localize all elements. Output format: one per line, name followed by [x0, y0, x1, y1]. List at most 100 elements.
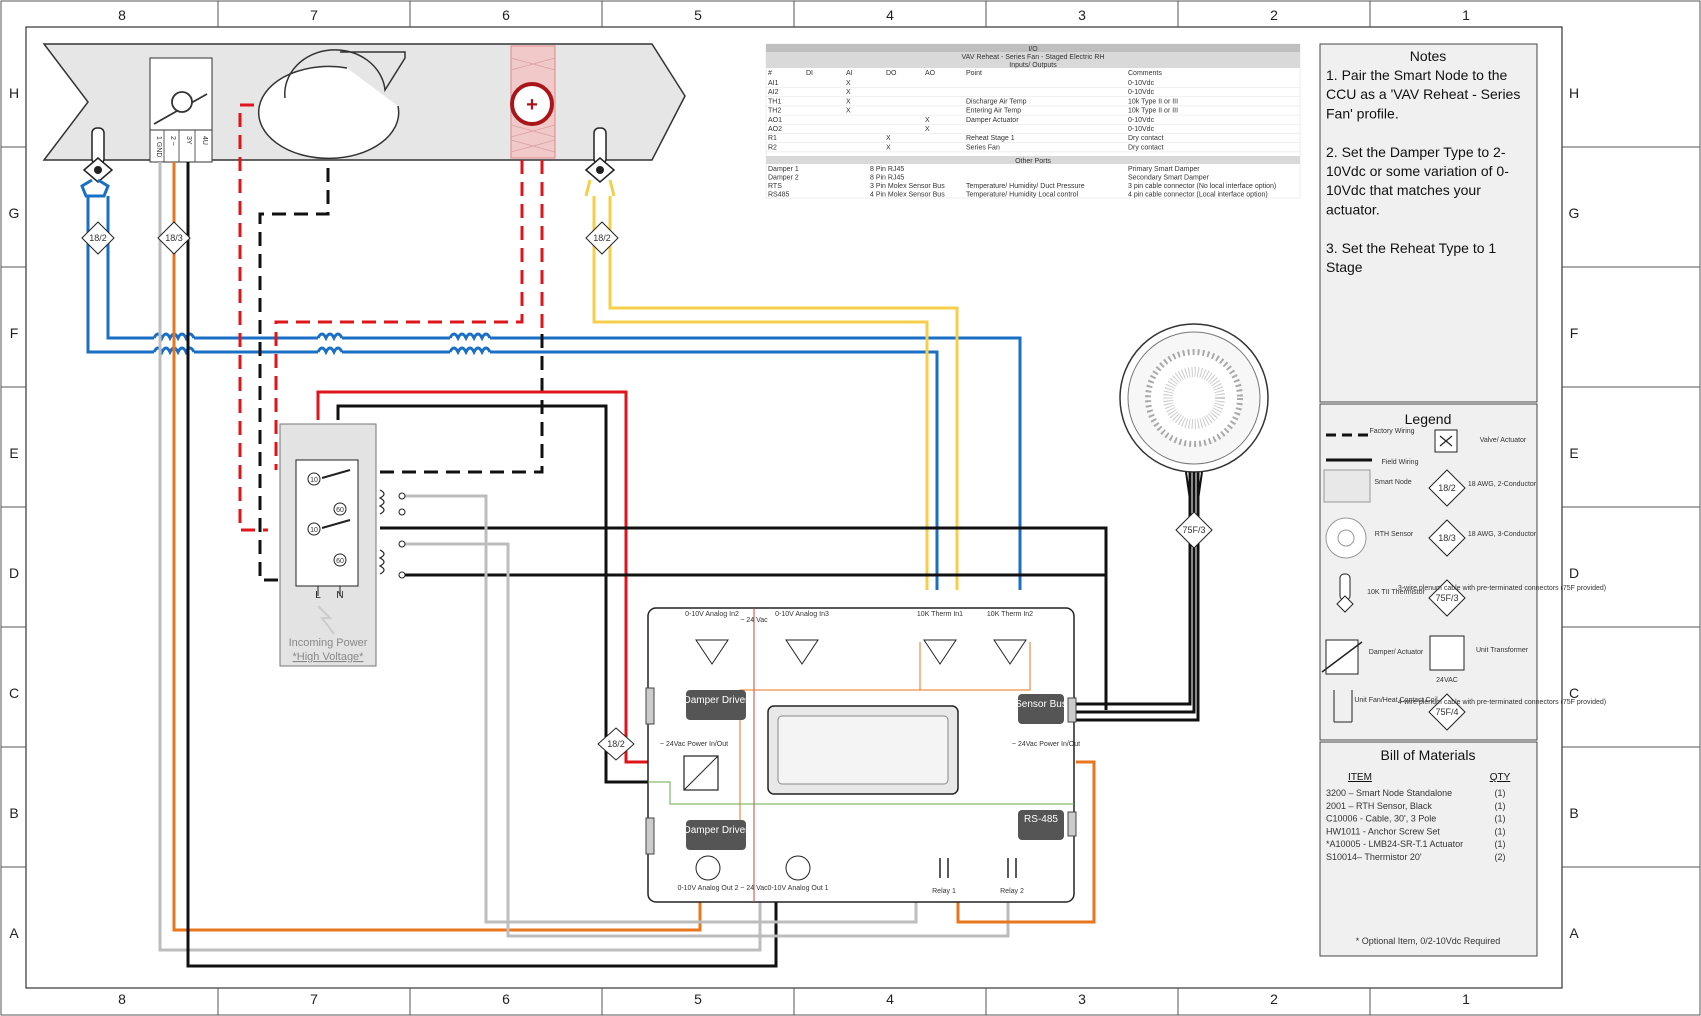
high-voltage-label: *High Voltage*	[293, 651, 365, 663]
contact-label: 10	[310, 477, 318, 484]
terminal-label: 1 GND	[155, 136, 162, 157]
note-line: actuator.	[1326, 201, 1380, 217]
svg-text:18/2: 18/2	[593, 233, 611, 243]
legend-coil: Unit Fan/Heat Contact Coil	[1354, 697, 1438, 704]
port-table-cell: 8 Pin RJ45	[870, 175, 904, 182]
zone-column-label: 1	[1462, 991, 1470, 1007]
io-table-cell: Damper Actuator	[966, 117, 1019, 124]
zone-column-label: 4	[886, 7, 894, 23]
zone-column-label: 5	[694, 991, 702, 1007]
zone-column-label: 2	[1270, 991, 1278, 1007]
io-section-label: Inputs/ Outputs	[1009, 62, 1057, 69]
note-line: Stage	[1326, 259, 1363, 275]
svg-text:18/2: 18/2	[89, 233, 107, 243]
legend-tag-75f3: 75F/3	[1435, 593, 1458, 603]
zone-row-label: C	[1569, 685, 1579, 701]
notes-panel: Notes	[1319, 43, 1538, 403]
zone-column-label: 2	[1270, 7, 1278, 23]
io-table-title: I/O	[1028, 46, 1038, 53]
smart-node-board	[645, 607, 1077, 903]
notes-title: Notes	[1410, 48, 1447, 64]
ahu-duct: +	[42, 43, 686, 163]
smart-node-icon	[1323, 469, 1371, 503]
io-table-cell: Entering Air Temp	[966, 108, 1021, 115]
bom-qty: (1)	[1495, 801, 1506, 811]
wire-crossover-arcs	[152, 330, 492, 360]
zone-row-label: H	[9, 85, 19, 101]
damper-legend-icon	[1325, 639, 1359, 675]
cable-tag-75f3: 75F/3	[1175, 511, 1213, 549]
io-table-cell: AI1	[768, 80, 779, 87]
zone-column-label: 4	[886, 991, 894, 1007]
legend-rth: RTH Sensor	[1375, 531, 1414, 538]
note-line: Fan' profile.	[1326, 105, 1399, 121]
bom-footnote: * Optional Item, 0/2-10Vdc Required	[1356, 936, 1501, 946]
port-table-cell: Damper 1	[768, 166, 799, 173]
zone-row-label: D	[9, 565, 19, 581]
damper-driver-2	[686, 820, 746, 850]
thermistor-discharge-icon	[82, 127, 114, 183]
incoming-power-label: Incoming Power	[289, 637, 368, 649]
port-table-cell: Damper 2	[768, 175, 799, 182]
cable-tag-18-2-right: 18/2	[585, 221, 619, 255]
vac-bottom-label: ~ 24 Vac	[740, 885, 768, 892]
io-table-header: DI	[806, 70, 813, 77]
bom-item: *A10005 - LMB24-SR-T.1 Actuator	[1326, 839, 1463, 849]
relay2-label: Relay 2	[1000, 888, 1024, 895]
legend-awg3: 18 AWG, 3-Conductor	[1468, 531, 1537, 538]
analog-in-amp-icon	[695, 639, 729, 665]
vac-top-label: ~ 24 Vac	[740, 617, 768, 624]
terminal-label: 2 ~	[169, 136, 176, 146]
io-table: I/O VAV Reheat - Series Fan - Staged Ele…	[765, 43, 1301, 199]
coil-legend-icon	[1333, 690, 1353, 723]
legend-transformer-sub: 24VAC	[1436, 677, 1458, 684]
io-table-cell: 10k Type II or III	[1128, 98, 1178, 105]
bom-item: 3200 – Smart Node Standalone	[1326, 788, 1452, 798]
analog-out-icon	[695, 855, 721, 881]
port-table-cell: RTS	[768, 183, 782, 190]
io-table-cell: X	[846, 98, 851, 105]
power-right-label: ~ 24Vac Power In/Out	[1012, 741, 1080, 748]
io-table-cell: 0-10Vdc	[1128, 117, 1155, 124]
io-table-cell: Series Fan	[966, 144, 1000, 151]
legend-damper: Damper/ Actuator	[1369, 649, 1424, 656]
zone-row-label: H	[1569, 85, 1579, 101]
bom-title: Bill of Materials	[1381, 747, 1476, 763]
neutral-terminal-label: N	[336, 590, 343, 601]
rs485-port	[1018, 810, 1064, 840]
rs485-label: RS-485	[1024, 814, 1058, 825]
port-table-cell: 3 Pin Molex Sensor Bus	[870, 183, 945, 190]
io-table-cell: X	[846, 80, 851, 87]
ports-section-label: Other Ports	[1015, 158, 1051, 165]
port-table-cell: 4 pin cable connector (Local interface o…	[1128, 192, 1268, 199]
io-table-cell: X	[846, 89, 851, 96]
svg-text:+: +	[526, 94, 538, 116]
series-fan-icon	[257, 65, 400, 160]
bom-item: 2001 – RTH Sensor, Black	[1326, 801, 1432, 811]
bom-col-item: ITEM	[1348, 772, 1372, 783]
note-line: 3. Set the Reheat Type to 1	[1326, 240, 1496, 256]
io-table-header: Point	[966, 70, 982, 77]
bom-item: S10014– Thermistor 20'	[1326, 852, 1422, 862]
zone-row-label: A	[1569, 925, 1579, 941]
zone-column-label: 7	[310, 7, 318, 23]
legend-title: Legend	[1405, 411, 1452, 427]
sensor-bus-port	[1018, 694, 1064, 724]
zone-row-label: E	[9, 445, 18, 461]
rth-sensor-icon	[1119, 323, 1269, 501]
zone-row-label: B	[9, 805, 18, 821]
io-table-header: #	[768, 70, 772, 77]
port-table-cell: RS485	[768, 192, 790, 199]
bom-rows: 3200 – Smart Node Standalone (1) 2001 – RT…	[1326, 788, 1506, 862]
relay1-label: Relay 1	[932, 888, 956, 895]
svg-text:18/2: 18/2	[607, 739, 625, 749]
cable-tag-18-3: 18/3	[157, 221, 191, 255]
legend-tag-18-3: 18/3	[1438, 533, 1456, 543]
svg-text:75F/3: 75F/3	[1182, 525, 1205, 535]
legend-plenum4: 4-wire plenum cable with pre-terminated …	[1398, 699, 1606, 706]
